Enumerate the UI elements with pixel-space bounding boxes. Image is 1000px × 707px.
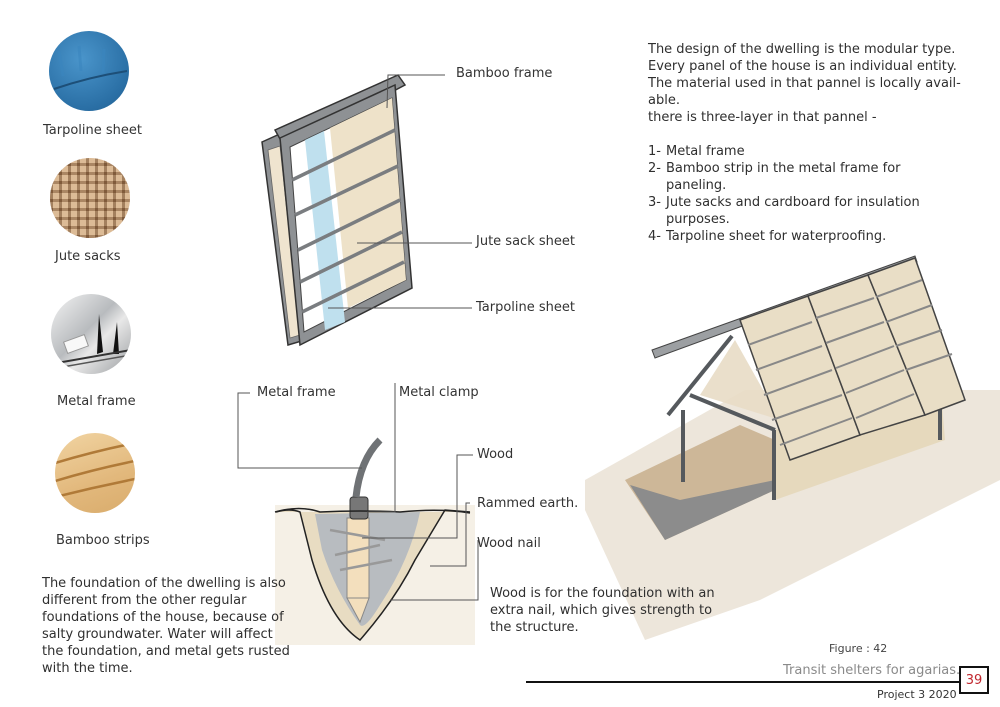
bamboo-texture-icon	[55, 433, 135, 513]
panel-callout-leaders	[328, 74, 472, 309]
layer-list-item: 4-Tarpoline sheet for waterproofing.	[648, 229, 887, 244]
layer-list: 1-Metal frame 2-Bamboo strip in the meta…	[648, 143, 978, 245]
shelter-house-illustration	[585, 255, 1000, 640]
callout-tarpoline-sheet: Tarpoline sheet	[476, 300, 576, 315]
callout-bamboo-frame: Bamboo frame	[456, 66, 553, 81]
callout-rammed-earth: Rammed earth.	[477, 496, 579, 511]
callout-metal-frame: Metal frame	[257, 385, 336, 400]
material-label: Jute sacks	[55, 249, 121, 264]
foundation-note: The foundation of the dwelling is also d…	[42, 576, 290, 676]
panel-illustration	[261, 74, 413, 347]
foundation-callout-leaders	[237, 383, 479, 601]
tarpaulin-texture-icon	[49, 31, 129, 111]
intro-line: there is three-layer in that pannel -	[648, 110, 877, 125]
intro-line: Every panel of the house is an individua…	[648, 59, 957, 74]
footer-rule	[526, 681, 960, 683]
foundation-caption: Wood is for the foundation with an extra…	[490, 586, 715, 635]
callout-wood: Wood	[477, 447, 514, 462]
material-label: Bamboo strips	[56, 533, 150, 548]
material-label: Tarpoline sheet	[43, 123, 143, 138]
layer-list-item: 2-Bamboo strip in the metal frame for pa…	[648, 161, 901, 193]
callout-wood-nail: Wood nail	[477, 536, 541, 551]
layer-list-item: 3-Jute sacks and cardboard for insulatio…	[648, 195, 920, 227]
foundation-illustration	[274, 437, 475, 645]
callout-metal-clamp: Metal clamp	[399, 385, 479, 400]
page-number: 39	[965, 672, 983, 688]
intro-line: The material used in that pannel is loca…	[648, 76, 961, 91]
figure-number: Figure : 42	[829, 642, 888, 655]
layer-list-item: 1-Metal frame	[648, 144, 745, 159]
callout-jute-sack-sheet: Jute sack sheet	[476, 234, 575, 249]
footer-title: Transit shelters for agarias.	[783, 663, 961, 678]
intro-text: The design of the dwelling is the modula…	[648, 41, 978, 245]
page-number-box: 39	[959, 666, 989, 694]
intro-line: able.	[648, 93, 680, 108]
material-label: Metal frame	[57, 394, 136, 409]
intro-line: The design of the dwelling is the modula…	[648, 42, 956, 57]
project-label: Project 3 2020	[877, 688, 957, 701]
jute-texture-icon	[50, 158, 130, 238]
